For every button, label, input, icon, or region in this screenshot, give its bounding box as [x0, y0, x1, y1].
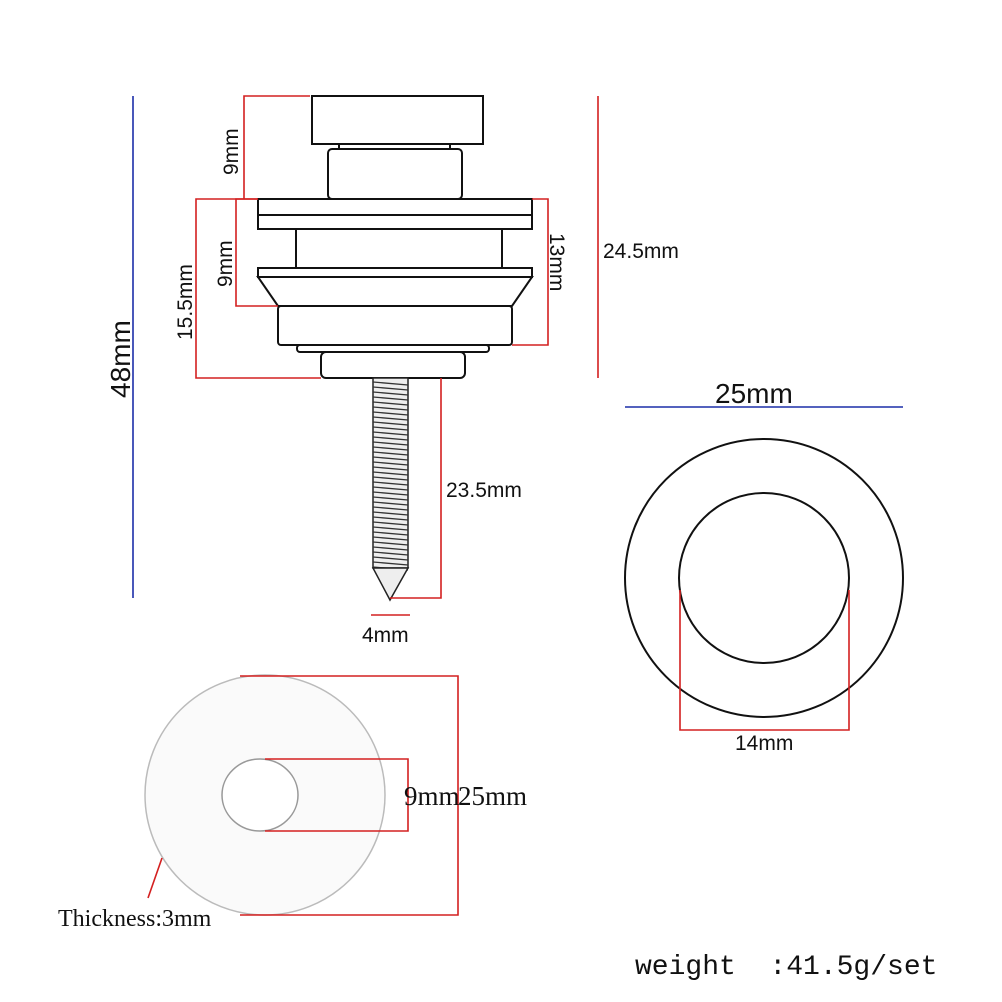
screw-thread [372, 421, 409, 426]
inner-circle [678, 492, 850, 664]
flange-height-label: 9mm [214, 240, 237, 287]
screw-thread [372, 471, 409, 476]
screw-thread [372, 456, 409, 461]
screw-thread [372, 536, 409, 541]
taper [256, 276, 534, 307]
screw-thread [372, 511, 409, 516]
screw-thread [372, 516, 409, 521]
screw-thread [372, 426, 409, 431]
cap-height-label: 9mm [220, 128, 243, 175]
ring [296, 344, 490, 353]
washer [144, 674, 459, 916]
screw-diameter-label: 4mm [362, 624, 409, 647]
screw-thread [372, 561, 409, 566]
screw-thread [372, 386, 409, 391]
dimension-lines [132, 95, 903, 616]
lower-flange [257, 267, 533, 278]
inner-diameter-label: 14mm [735, 732, 793, 755]
screw-thread [372, 486, 409, 491]
head-height-label: 24.5mm [603, 240, 679, 263]
screw-thread [372, 441, 409, 446]
washer-hole-label: 9mm [404, 781, 460, 811]
lower-body [277, 305, 513, 346]
cap [311, 95, 484, 145]
screw-thread [372, 491, 409, 496]
screw-thread [372, 431, 409, 436]
weight-label: weight :41.5g/set [635, 952, 937, 983]
screw-thread [372, 551, 409, 556]
washer-hole [221, 758, 299, 832]
screw-length-label: 23.5mm [446, 479, 522, 502]
screw-thread [372, 391, 409, 396]
front-view [624, 438, 904, 731]
base [320, 351, 466, 379]
screw-thread [372, 396, 409, 401]
screw-thread [372, 411, 409, 416]
screw-thread [372, 476, 409, 481]
screw [371, 377, 410, 602]
screw-thread [372, 541, 409, 546]
screw-thread [372, 521, 409, 526]
screw-thread [372, 461, 409, 466]
screw-thread [372, 531, 409, 536]
washer-diameter-label: 25mm [458, 781, 527, 811]
screw-thread [372, 481, 409, 486]
total-length-label: 48mm [105, 320, 136, 398]
screw-thread [372, 451, 409, 456]
screw-thread [372, 556, 409, 561]
strap-lock-side-view [256, 95, 534, 602]
screw-thread [372, 466, 409, 471]
lower-height-label: 13mm [545, 233, 568, 291]
body-height-label: 15.5mm [174, 264, 197, 340]
outer-diameter-label: 25mm [715, 378, 793, 409]
screw-thread [372, 436, 409, 441]
screw-thread [372, 446, 409, 451]
screw-thread [372, 406, 409, 411]
thickness-label: Thickness:3mm [58, 906, 212, 932]
screw-thread [372, 501, 409, 506]
screw-thread [372, 546, 409, 551]
screw-thread [372, 416, 409, 421]
screw-thread [372, 526, 409, 531]
screw-thread [372, 506, 409, 511]
screw-thread [372, 496, 409, 501]
middle-body [295, 228, 503, 269]
screw-thread [372, 401, 409, 406]
neck [327, 148, 463, 200]
screw-thread [372, 381, 409, 386]
